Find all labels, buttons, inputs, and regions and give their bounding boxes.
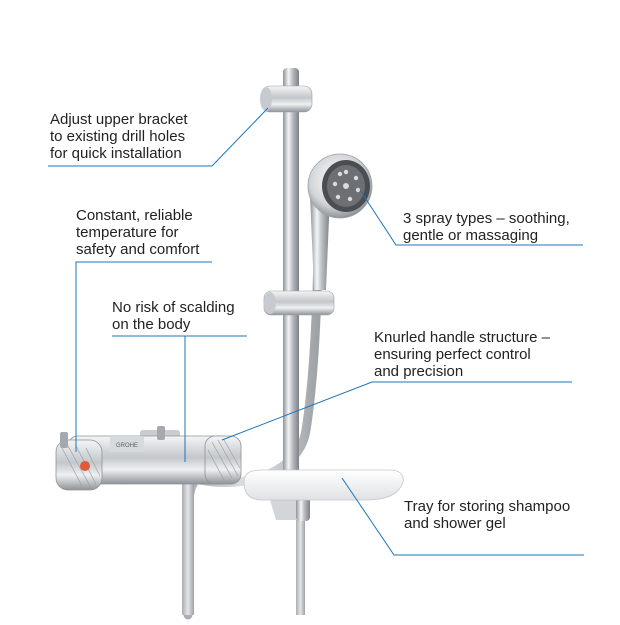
callout-bracket: Adjust upper bracket to existing drill h… — [50, 111, 188, 162]
callout-line: temperature for — [76, 224, 179, 241]
callout-line: ensuring perfect control — [374, 346, 531, 363]
callout-knurled: Knurled handle structure – ensuring perf… — [374, 329, 550, 380]
leader-temperature — [75, 261, 212, 452]
callout-line: for quick installation — [50, 145, 182, 162]
callout-tray: Tray for storing shampoo and shower gel — [404, 498, 570, 532]
leader-spray — [359, 189, 583, 246]
callout-line: Constant, reliable — [76, 207, 193, 224]
slide-bar — [283, 68, 299, 500]
callout-line: safety and comfort — [76, 241, 200, 258]
shelf-tray — [243, 469, 404, 521]
leader-knurled — [221, 381, 572, 441]
callout-scalding: No risk of scalding on the body — [112, 299, 235, 333]
leader-bracket — [48, 107, 269, 167]
slider-holder — [263, 290, 335, 316]
callout-line: to existing drill holes — [50, 128, 186, 145]
leader-scalding — [112, 335, 247, 462]
callout-line: 3 spray types – soothing, — [403, 210, 570, 227]
thermostat-mixer: GROHE — [55, 426, 242, 491]
callout-line: gentle or massaging — [403, 227, 539, 244]
brand-logo: GROHE — [116, 443, 138, 449]
callout-line: and shower gel — [404, 515, 506, 532]
hand-shower — [307, 153, 373, 290]
callout-line: on the body — [112, 316, 191, 333]
safety-stop-icon — [80, 461, 90, 471]
callout-temperature: Constant, reliable temperature for safet… — [76, 207, 199, 258]
lower-hose — [296, 500, 305, 615]
callout-spray: 3 spray types – soothing, gentle or mass… — [403, 210, 570, 244]
upper-bracket — [260, 85, 313, 113]
callout-line: No risk of scalding — [112, 299, 235, 316]
callout-line: Knurled handle structure – — [374, 329, 550, 346]
outlet-hose — [182, 470, 194, 615]
leader-tray — [341, 477, 584, 556]
callout-line: Tray for storing shampoo — [404, 498, 571, 515]
callout-line: Adjust upper bracket — [50, 111, 188, 128]
callout-line: and precision — [374, 363, 464, 380]
